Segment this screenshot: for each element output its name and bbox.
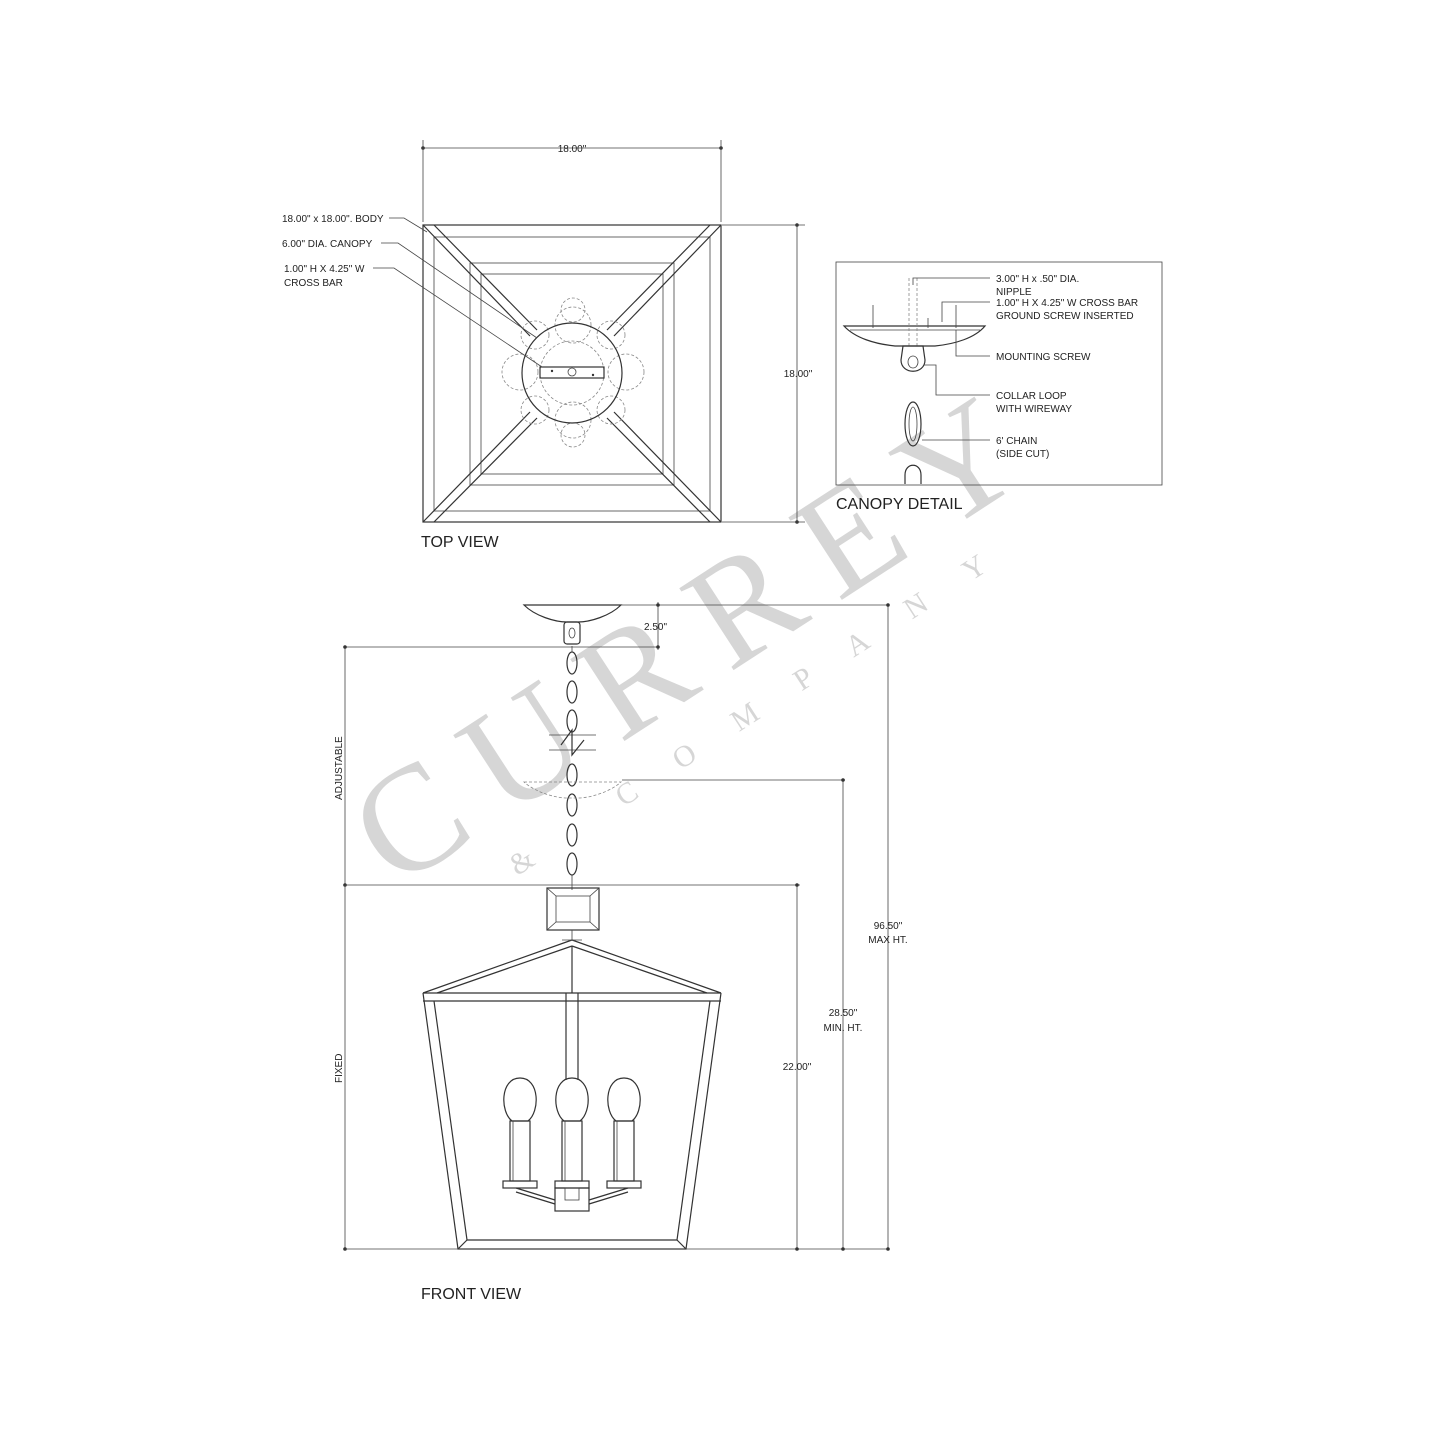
- bulb-center: [555, 1077, 589, 1122]
- top-body-outer: [422, 224, 722, 523]
- min-height-label-line1: 28.50": [829, 1008, 858, 1019]
- detail-collar-line2: WITH WIREWAY: [996, 404, 1072, 415]
- front-chain: [549, 646, 596, 890]
- front-roof: [422, 939, 722, 994]
- canopy-height-label: 2.50": [644, 622, 667, 633]
- detail-chain-link: [904, 401, 922, 447]
- top-view: 18.00" 18.00": [282, 140, 813, 551]
- max-height-label-line1: 96.50": [874, 921, 903, 932]
- min-height-label-line2: MIN. HT.: [824, 1023, 863, 1034]
- callout-crossbar-line2: CROSS BAR: [284, 278, 343, 289]
- callout-crossbar-line1: 1.00" H X 4.25" W: [284, 264, 365, 275]
- detail-chain-line1: 6' CHAIN: [996, 436, 1037, 447]
- detail-crossbar-line2: GROUND SCREW INSERTED: [996, 311, 1134, 322]
- top-view-title: TOP VIEW: [421, 534, 500, 551]
- watermark-brand: CURREY: [323, 349, 1075, 918]
- detail-nipple-line1: 3.00" H x .50" DIA.: [996, 274, 1079, 285]
- detail-crossbar-line1: 1.00" H X 4.25" W CROSS BAR: [996, 298, 1138, 309]
- max-height-label-line2: MAX HT.: [868, 935, 907, 946]
- front-collar-loop: [563, 621, 581, 645]
- detail-nipple-line2: NIPPLE: [996, 287, 1032, 298]
- top-crossbar: [539, 366, 605, 379]
- detail-collar-loop: [900, 345, 926, 372]
- canopy-detail-frame: [835, 261, 1163, 486]
- canopy-detail-title: CANOPY DETAIL: [836, 496, 963, 513]
- bulb-left: [503, 1077, 537, 1122]
- adjustable-label: ADJUSTABLE: [334, 736, 345, 800]
- front-top-cap: [546, 887, 600, 931]
- detail-chain-line2: (SIDE CUT): [996, 449, 1049, 460]
- candle-hub: [554, 1187, 590, 1212]
- bulb-right: [607, 1077, 641, 1122]
- fixed-height-label: 22.00": [783, 1062, 812, 1073]
- top-socket-outlines: [501, 297, 645, 448]
- detail-mounting: MOUNTING SCREW: [996, 352, 1091, 363]
- callout-canopy: 6.00" DIA. CANOPY: [282, 239, 373, 250]
- fixed-label: FIXED: [334, 1054, 345, 1083]
- detail-collar-line1: COLLAR LOOP: [996, 391, 1067, 402]
- watermark-logo: CURREY & COMPANY: [323, 349, 1075, 918]
- front-view-title: FRONT VIEW: [421, 1286, 522, 1303]
- canopy-detail: 3.00" H x .50" DIA. NIPPLE 1.00" H X 4.2…: [835, 261, 1163, 513]
- detail-canopy-plate: [842, 325, 987, 347]
- top-canopy: [521, 322, 623, 424]
- callout-body: 18.00" x 18.00". BODY: [282, 214, 384, 225]
- top-width-label: 18.00": [558, 144, 587, 155]
- top-height-label: 18.00": [784, 369, 813, 380]
- front-view: 2.50" ADJUSTABLE FIXED 22.00" 28.50" MIN…: [334, 602, 908, 1303]
- front-candle-cluster: [502, 1077, 642, 1212]
